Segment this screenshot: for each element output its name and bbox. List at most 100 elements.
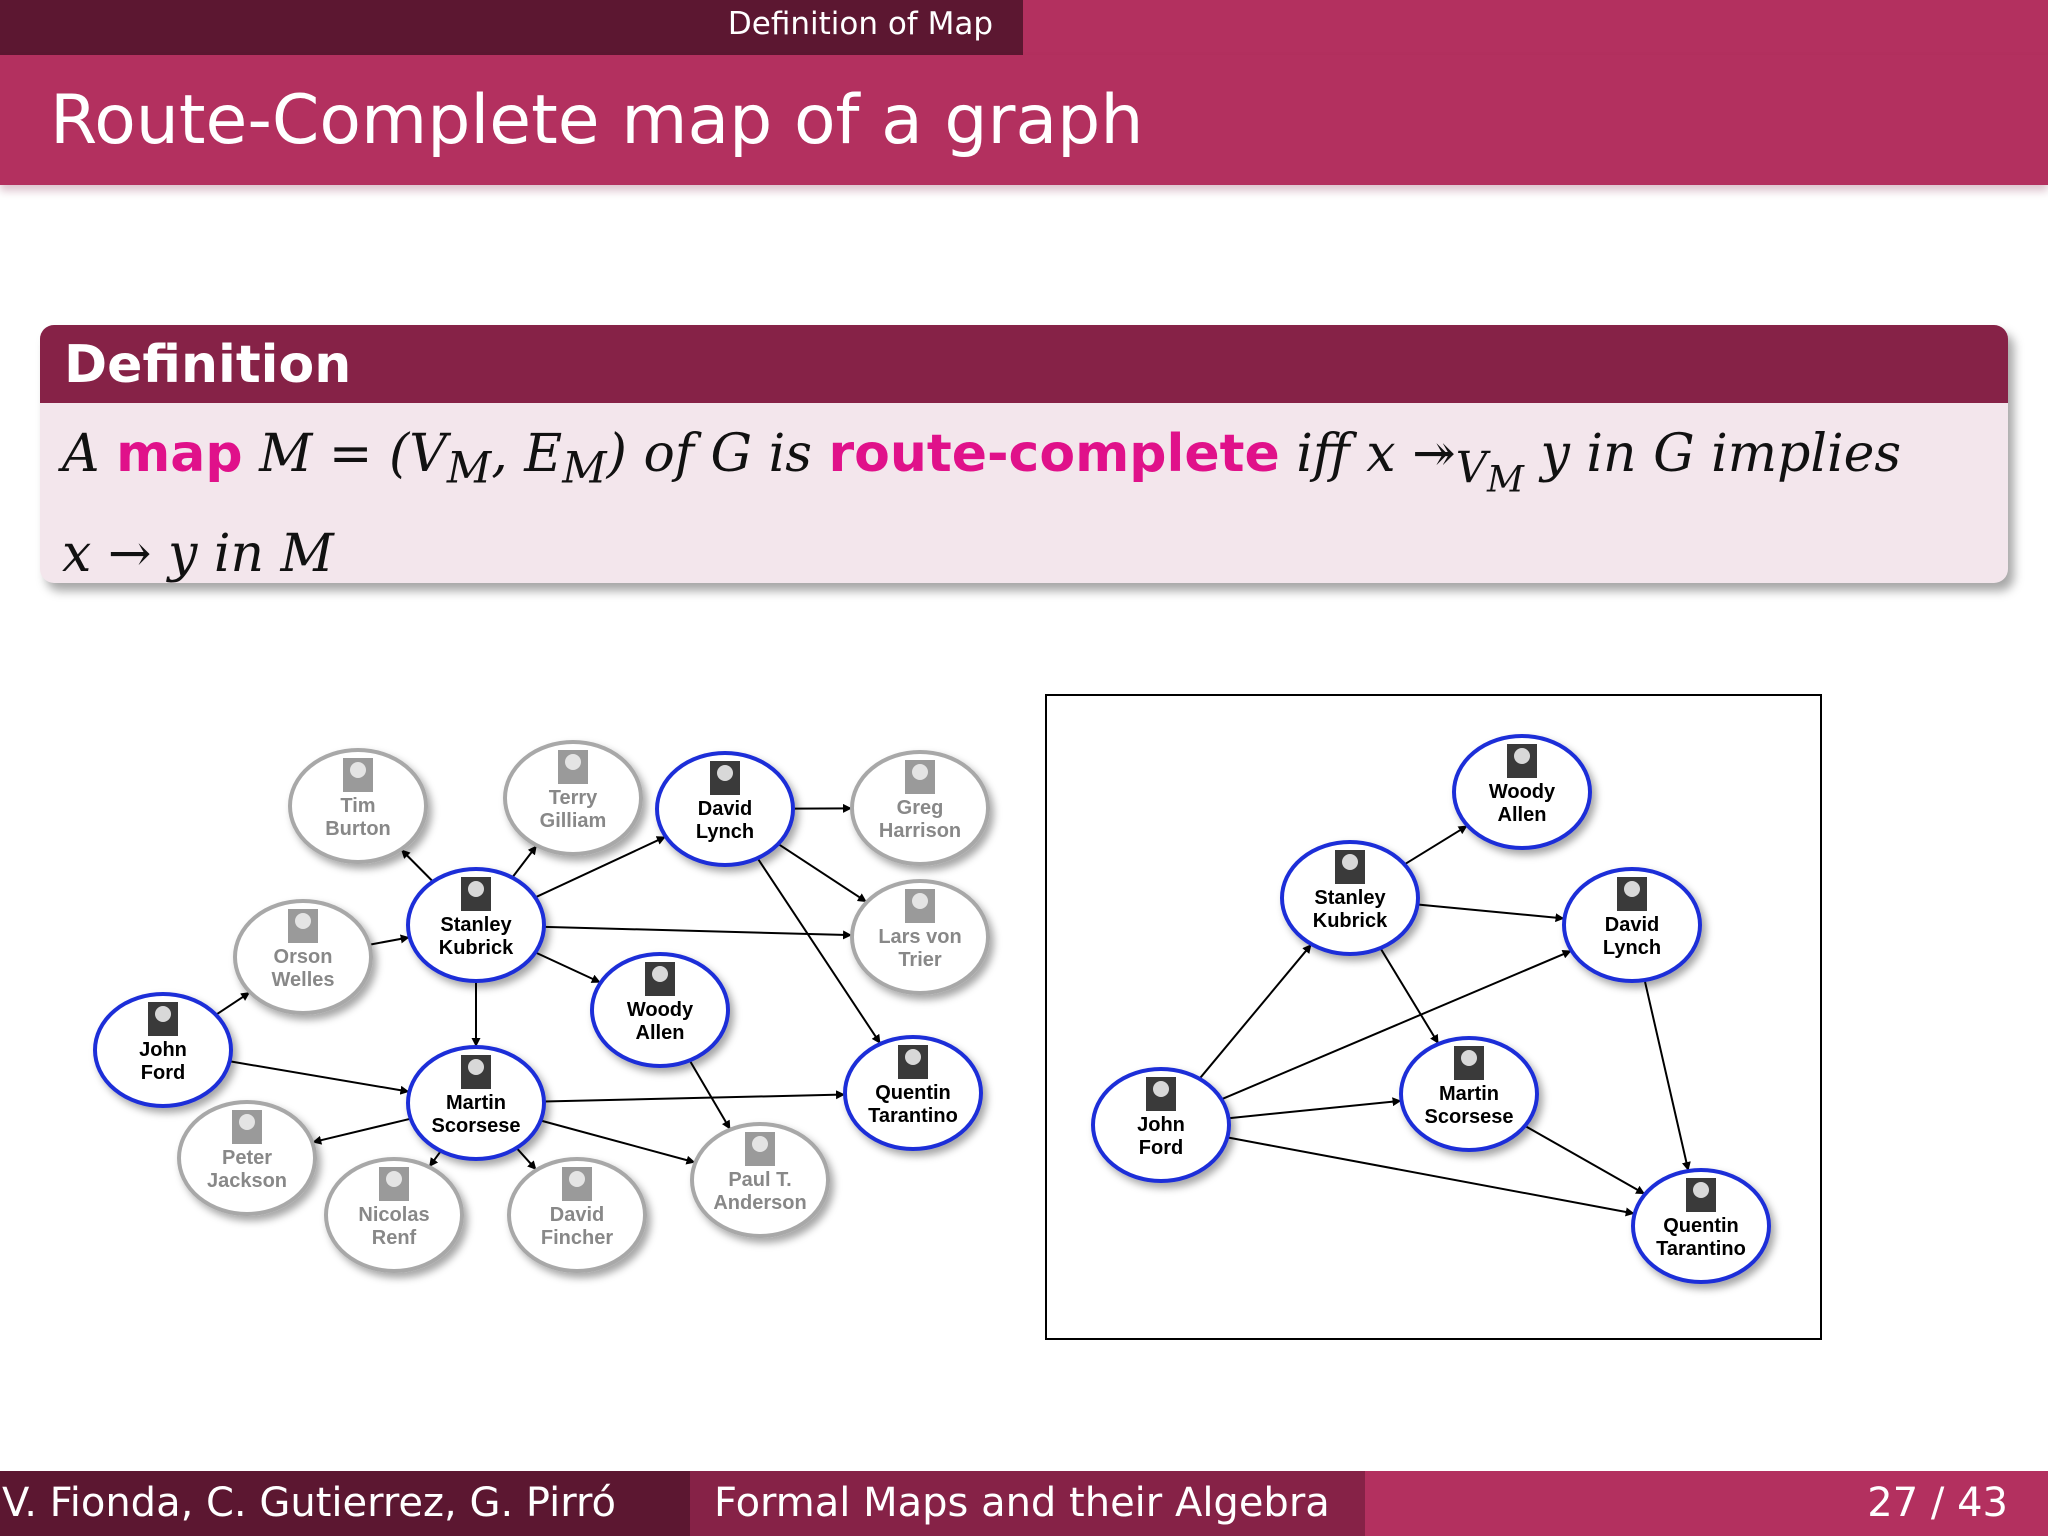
def-sub-m1: M [446,443,492,494]
full-node-paul: Paul T.Anderson [690,1122,830,1238]
full-edge-martin-to-quentin [543,1090,846,1103]
def-line2: x → y in M [62,524,334,583]
full-edge-martin-to-paul [540,1119,696,1165]
full-graph: TimBurtonTerryGilliamDavidLynchGregHarri… [93,740,990,1273]
node-ellipse [1280,840,1420,956]
node-ellipse [843,1035,983,1151]
portrait-face [1342,854,1358,870]
node-label-line: Tim [340,795,375,817]
map-edge-stanley-to-martin [1379,947,1440,1045]
full-edge-stanley-to-tim [400,848,434,883]
node-ellipse [1091,1067,1231,1183]
footer-authors-box[interactable]: V. Fionda, C. Gutierrez, G. Pirró [0,1471,690,1536]
node-label-line: Jackson [207,1170,287,1192]
section-tab[interactable]: Definition of Map [0,0,1023,55]
node-label-line: Allen [636,1022,685,1044]
footer: V. Fionda, C. Gutierrez, G. Pirró Formal… [0,1471,2048,1536]
node-ellipse [850,879,990,995]
node-label-line: John [1137,1114,1185,1136]
definition-text: A map M = (VM, EM) of G is route-complet… [62,417,1992,583]
portrait-face [468,1059,484,1075]
node-ellipse [690,1122,830,1238]
map-edge-stanley-to-woody [1403,824,1469,866]
node-ellipse [288,748,428,864]
node-ellipse [850,750,990,866]
full-edge-stanley-to-woody [534,951,602,984]
definition-heading: Definition [64,335,352,395]
node-label-line: Stanley [440,914,512,936]
def-text-d: y in G implies [1540,424,1902,484]
map-edge-john-to-david_lynch [1221,949,1572,1101]
portrait-face [565,754,581,770]
node-label-line: Allen [1498,804,1547,826]
node-ellipse [1562,867,1702,983]
portrait-face [912,893,928,909]
node-label-line: Lars von [878,926,961,948]
node-ellipse [177,1100,317,1216]
portrait-face [1461,1050,1477,1066]
map-edge-martin-to-quentin [1524,1124,1646,1196]
node-label-line: Trier [898,949,942,971]
node-label-line: Nicolas [358,1204,429,1226]
node-ellipse [507,1157,647,1273]
node-label-line: David [1605,914,1659,936]
node-label-line: Scorsese [1425,1106,1514,1128]
full-edge-stanley-to-terry [511,844,538,879]
portrait-face [239,1114,255,1130]
node-label-line: Ford [141,1062,185,1084]
def-formula-m: M = (V [259,424,447,484]
node-ellipse [406,1045,546,1161]
node-label-line: Greg [897,797,944,819]
portrait-face [295,913,311,929]
node-label-line: Quentin [1663,1215,1739,1237]
def-sub-m2: M [562,443,607,494]
slide-title: Route-Complete map of a graph [50,81,1144,160]
node-label-line: Martin [446,1092,506,1114]
portrait-face [905,1049,921,1065]
portrait-face [1514,748,1530,764]
node-label-line: John [139,1039,187,1061]
def-sub-vm-sub: M [1487,458,1524,502]
portrait-face [717,765,733,781]
full-edge-martin-to-nicolas [428,1150,442,1168]
footer-authors: V. Fionda, C. Gutierrez, G. Pirró [2,1480,617,1526]
footer-talk-title: Formal Maps and their Algebra [714,1480,1330,1526]
node-label-line: Ford [1139,1137,1183,1159]
footer-page-number: 27 / 43 [1867,1480,2008,1526]
node-ellipse [1631,1168,1771,1284]
definition-header: Definition [40,325,2008,403]
term-route-complete: route-complete [828,424,1280,484]
node-ellipse [655,751,795,867]
node-label-line: Tarantino [868,1105,958,1127]
node-ellipse [1399,1036,1539,1152]
portrait-face [569,1171,585,1187]
portrait-face [468,881,484,897]
full-edge-martin-to-peter [312,1117,411,1145]
def-text-c: iff x ↠ [1296,424,1456,484]
node-ellipse [324,1157,464,1273]
full-edge-david_lynch-to-lars [777,843,868,903]
node-ellipse [503,740,643,856]
portrait-face [350,762,366,778]
node-label-line: Woody [627,999,694,1021]
node-label-line: Harrison [879,820,961,842]
node-label-line: Paul T. [728,1169,791,1191]
portrait-face [386,1171,402,1187]
footer-title-box[interactable]: Formal Maps and their Algebra [690,1471,1365,1536]
full-edge-stanley-to-david_lynch [534,835,667,899]
full-edge-john-to-orson [215,991,251,1016]
portrait-face [1693,1182,1709,1198]
map-edge-stanley-to-david_lynch [1417,903,1565,923]
def-text-a: A [62,424,100,484]
node-label-line: Lynch [1603,937,1661,959]
